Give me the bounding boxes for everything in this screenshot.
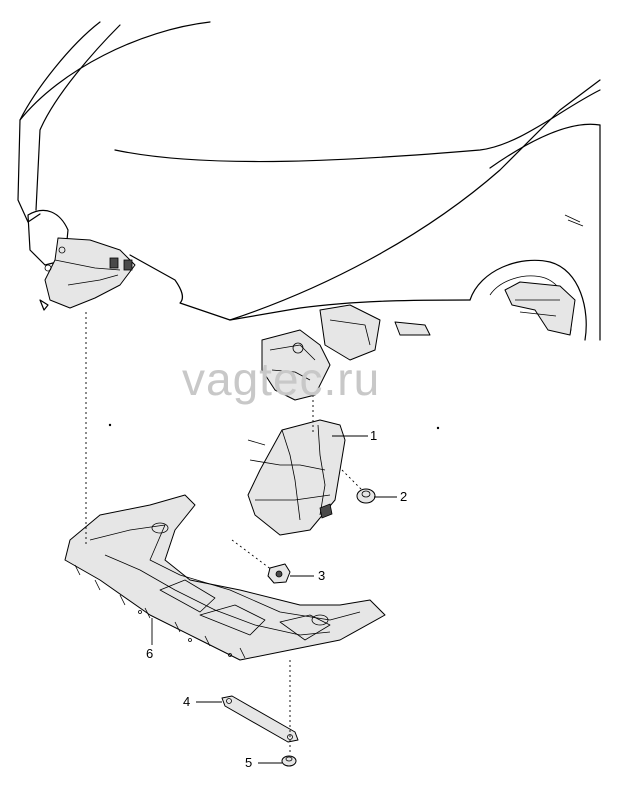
part-4-support-bar — [221, 695, 299, 743]
watermark: vagtec.ru — [182, 353, 381, 405]
part-5-fastener — [281, 755, 297, 767]
callout-4: 4 — [183, 694, 191, 709]
callout-3: 3 — [318, 568, 326, 583]
front-right-bracket — [261, 304, 431, 401]
callout-6: 6 — [146, 646, 154, 661]
front-left-bracket — [27, 209, 136, 311]
part-3-clip — [267, 563, 291, 584]
callout-2: 2 — [400, 489, 408, 504]
part-2-nut — [356, 488, 376, 504]
stray-mark — [108, 423, 112, 427]
vehicle-body — [17, 21, 601, 341]
stray-mark — [436, 426, 440, 430]
part-1-air-duct — [247, 419, 346, 536]
leader-lines — [151, 435, 397, 764]
part-6-underbody-panel — [64, 494, 386, 661]
callout-5: 5 — [245, 755, 253, 770]
assembly-lines — [85, 312, 363, 755]
callout-1: 1 — [370, 428, 378, 443]
